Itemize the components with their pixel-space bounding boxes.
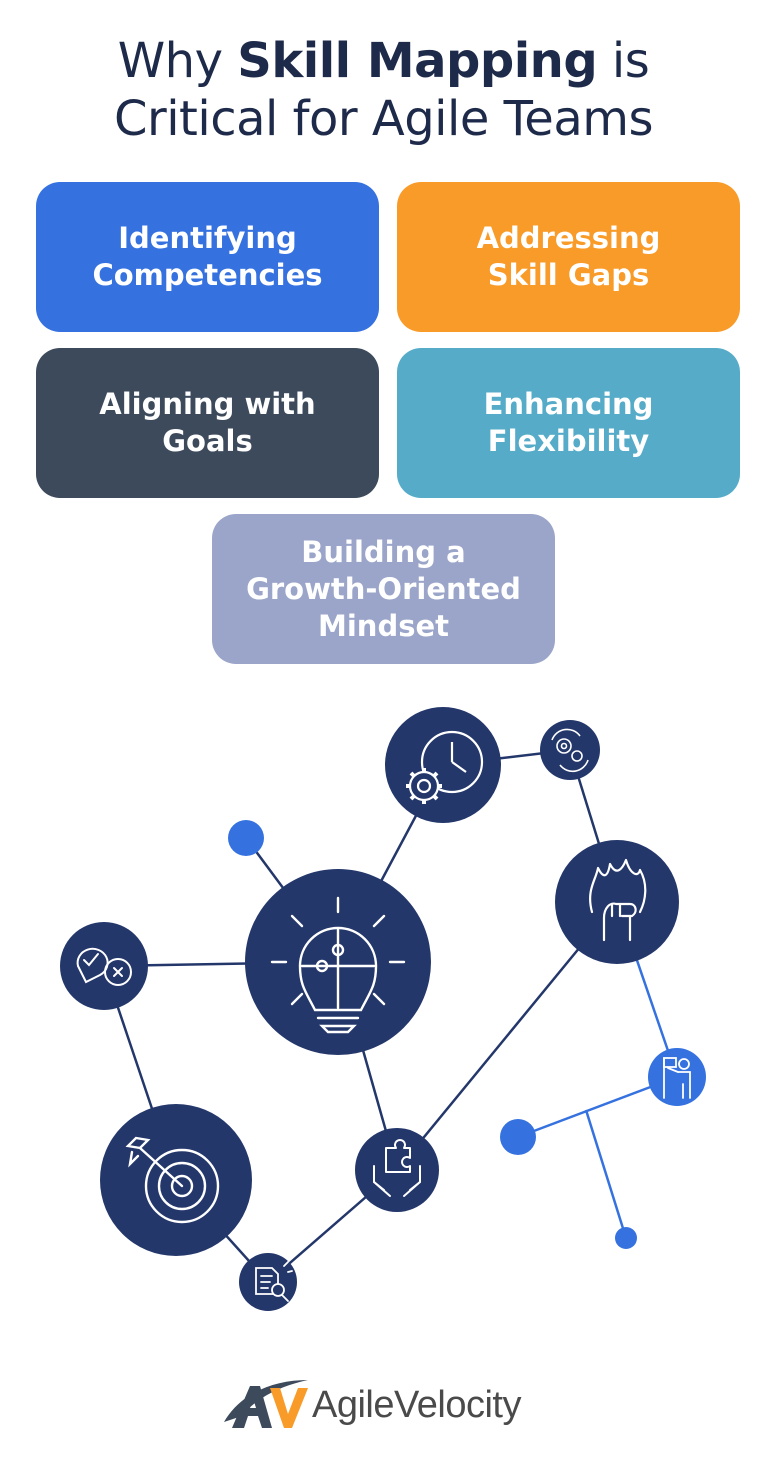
logo-text: AgileVelocity (312, 1384, 521, 1426)
clock-gear-icon (385, 707, 501, 823)
title-line-2: Critical for Agile Teams (113, 91, 654, 147)
title-highlight: Skill Mapping (237, 33, 598, 89)
chat-check-x-icon (60, 922, 148, 1010)
gears-refresh-icon (540, 720, 600, 780)
target-arrow-icon (100, 1104, 252, 1256)
document-search-icon (239, 1253, 297, 1311)
agile-velocity-logo: AgileVelocity (220, 1370, 560, 1440)
accent-dot (500, 1119, 536, 1155)
accent-dot (615, 1227, 637, 1249)
accent-dot (228, 820, 264, 856)
av-logo-icon (224, 1380, 308, 1428)
person-flag-icon (648, 1048, 706, 1106)
lightbulb-puzzle-icon (245, 869, 431, 1055)
fist-fire-icon (555, 840, 679, 964)
hands-puzzle-icon (355, 1128, 439, 1212)
title-line-1: Why Skill Mapping is (117, 33, 650, 89)
page-title: Why Skill Mapping is Critical for Agile … (0, 32, 767, 148)
skills-network (60, 707, 706, 1311)
